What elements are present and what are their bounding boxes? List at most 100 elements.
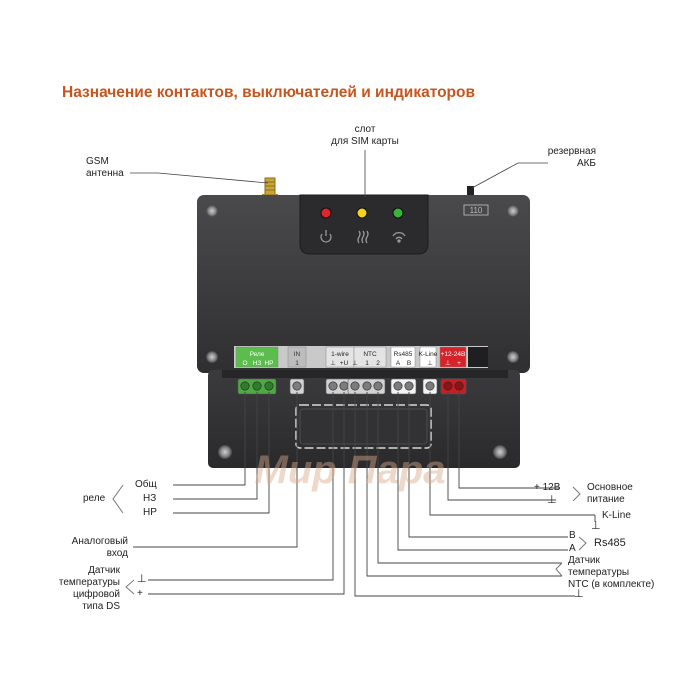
terminal-screw[interactable] [393,381,403,391]
screw [507,205,519,217]
strip-end-cap [468,347,488,367]
terminal-screw[interactable] [240,381,250,391]
gsm-antenna-line-1: GSM [86,156,109,167]
terminal-screw[interactable] [404,381,414,391]
ds-sensor-line-2: температуры [58,577,120,588]
power-bracket [572,486,581,502]
rs485-pin-label: B [407,360,411,367]
ntc-bracket [555,562,563,577]
onewire-pin-label: +U [340,360,349,367]
sim-slot-line-2: для SIM карты [331,136,399,147]
backup-battery-line-1: резервная [547,146,596,157]
relay-label: реле [83,493,106,504]
relay-nc-label: НЗ [143,493,157,504]
page-title: Назначение контактов, выключателей и инд… [62,84,476,101]
kline-terminal-header: K-Line [419,351,438,358]
battery-switch[interactable] [467,186,474,196]
heating-led [356,207,368,219]
relay-common-label: Общ [135,479,157,490]
terminal-screw[interactable] [454,381,464,391]
screw [206,351,218,363]
gsm-antenna-label: GSM антенна [86,156,124,180]
terminal-screw[interactable] [443,381,453,391]
kline-label: K-Line [602,510,631,521]
rs485-label: Rs485 [594,537,626,549]
relay-bracket [112,484,124,514]
analog-input-line-2: вход [106,548,128,559]
screw [507,351,519,363]
main-power-label: Основное питание [587,482,633,506]
ds-sensor-line-1: Датчик [88,565,120,576]
ntc-terminal-header: NTC [363,351,377,358]
backup-battery-line-2: АКБ [576,158,596,169]
power-pin-label: + [457,360,461,367]
sim-slot-label: слот для SIM карты [330,124,400,148]
ds-sensor-label: Датчик температуры цифровой типа DS [28,565,120,613]
heating-icon [357,230,369,244]
ds-bracket [125,579,135,595]
ntc-terminal-label [353,346,387,368]
ntc-ground-symbol: ⊥ [574,588,584,600]
ntc-pin-label: 1 [365,360,369,367]
relay-terminal-header: Реле [250,351,265,358]
sim-slot-line-1: слот [354,124,376,135]
device-body [197,195,530,373]
relay-pin-label: НР [264,360,273,367]
gsm-signal-icon [392,232,406,243]
ds-sensor-line-4: типа DS [82,601,120,612]
analog-input-label: Аналоговый вход [60,536,128,560]
rs485-terminal-label [390,346,416,368]
in-pin-label: 1 [295,360,299,367]
terminal-screw[interactable] [373,381,383,391]
power-icon [320,230,332,243]
terminal-screw[interactable] [252,381,262,391]
gsm-led [392,207,404,219]
relay-no-label: НР [143,507,157,518]
relay-terminal-label [235,346,279,368]
terminal-screw[interactable] [292,381,302,391]
terminal-screw[interactable] [328,381,338,391]
relay-pin-label: О [242,360,247,367]
kline-pin-label: ⊥ [427,360,433,367]
wires [133,392,596,597]
watermark: Мир Пара [255,448,446,492]
relay-pin-label: НЗ [253,360,262,367]
rs485-pin-label: A [396,360,401,367]
battery-marking: 110 [470,206,483,215]
gsm-antenna-line-2: антенна [86,168,124,179]
screw [218,445,232,459]
ntc-sensor-line-3: NTC (в комплекте) [568,579,655,590]
screw [206,205,218,217]
power-pin-label: ⊥ [445,360,451,367]
kline-ground-symbol: ⊥ [591,520,601,532]
onewire-pin-label: ⊥ [330,360,336,367]
cable-knockout [295,404,432,449]
power-terminal-label [439,346,467,368]
backup-battery-label: резервная АКБ [540,146,596,170]
rs485-bracket [578,536,587,551]
ds-plus-symbol: + [137,588,143,599]
terminal-screw[interactable] [339,381,349,391]
indicator-panel [299,194,429,255]
battery-leader [471,162,548,189]
ntc-pin-label: 2 [376,360,380,367]
ntc-pin-label: ⊥ [352,360,358,367]
terminal-screw[interactable] [350,381,360,391]
ds-sensor-line-3: цифровой [72,589,120,600]
power-led [320,207,332,219]
main-power-line-2: питание [587,494,625,505]
rs485-terminal-header: Rs485 [394,351,413,358]
in-terminal-label [287,346,307,368]
terminal-screw[interactable] [425,381,435,391]
terminal-screw[interactable] [264,381,274,391]
in-terminal-header: IN [294,351,301,358]
rs485-b-label: B [569,530,576,541]
main-power-line-1: Основное [587,482,633,493]
ntc-sensor-line-2: температуры [568,567,630,578]
power-ground-symbol: ⊥ [547,494,557,506]
antenna-leader [130,172,269,184]
terminal-screw[interactable] [362,381,372,391]
ntc-sensor-line-1: Датчик [568,555,600,566]
power-plus-label: + 12В [534,482,561,493]
